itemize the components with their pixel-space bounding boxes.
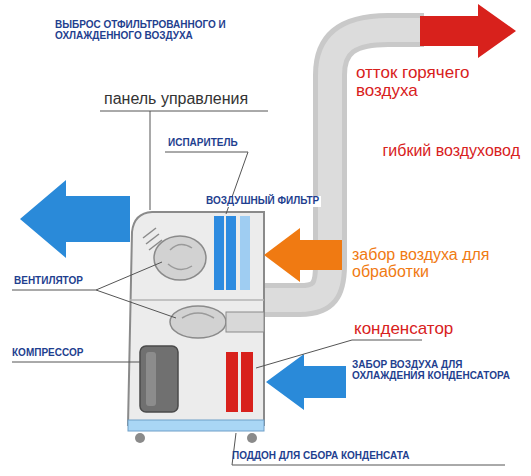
part-label: ВЫБРОС ОТФИЛЬТРОВАННОГО И ОХЛАЖДЕННОГО В… [55,20,265,42]
leader-lines [12,111,505,465]
part-label: ИСПАРИТЕЛЬ [168,138,258,149]
cool-air-arrow [20,180,130,258]
condensate-tray [128,420,264,431]
annotation-label: гибкий воздуховод [370,142,520,159]
part-label: ВОЗДУШНЫЙ ФИЛЬТР [204,196,321,207]
wheel [247,433,257,443]
annotation-label: отток горячего воздуха [356,64,521,101]
part-label: ВЕНТИЛЯТОР [14,276,114,287]
compartment-divider [130,299,264,301]
annotation-label: панель управления [104,90,274,107]
compressor [140,346,178,412]
wheel [135,433,145,443]
air-filter [240,216,250,290]
part-label: ЗАБОР ВОЗДУХА ДЛЯ ОХЛАЖДЕНИЯ КОНДЕНСАТОР… [352,360,512,382]
unit-housing [128,212,264,425]
condenser [226,352,238,412]
annotation-label: забор воздуха для обработки [352,246,527,281]
condenser-intake-arrow [266,354,346,410]
part-label: КОМПРЕССОР [12,348,122,359]
fan-blades [168,244,192,269]
part-label: ПОДДОН ДЛЯ СБОРА КОНДЕНСАТА [232,451,522,462]
hot-air-arrow [420,4,516,58]
evaporator [226,216,236,290]
lower-fan [170,306,226,338]
upper-fan [154,236,206,280]
condenser [241,352,253,412]
fan-blades [182,313,214,318]
annotation-label: конденсатор [354,320,524,338]
fan-duct-outlet [226,312,264,332]
intake-arrow [264,228,342,282]
compressor-highlight [146,352,156,406]
evaporator [214,216,224,290]
